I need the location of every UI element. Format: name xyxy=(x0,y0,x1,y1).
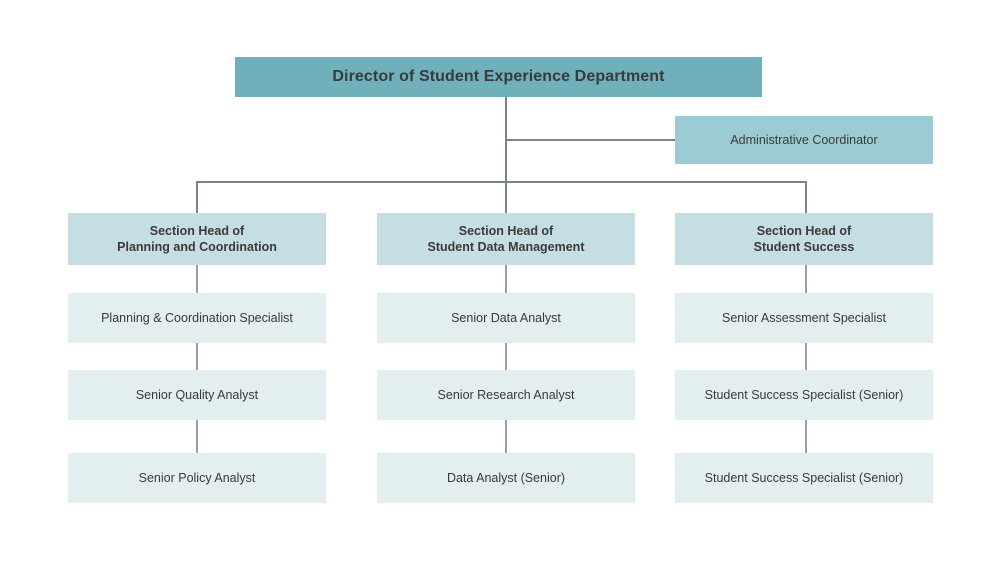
connector-col2-head-to-staff1 xyxy=(505,265,507,293)
node-staff-1-3[interactable]: Senior Policy Analyst xyxy=(68,453,326,503)
node-staff-3-3[interactable]: Student Success Specialist (Senior) xyxy=(675,453,933,503)
connector-col1-staff2-to-staff3 xyxy=(196,420,198,453)
node-staff-2-3[interactable]: Data Analyst (Senior) xyxy=(377,453,635,503)
connector-drop-col1 xyxy=(196,181,198,213)
node-staff-2-2[interactable]: Senior Research Analyst xyxy=(377,370,635,420)
connector-col1-staff1-to-staff2 xyxy=(196,343,198,370)
node-staff-3-2[interactable]: Student Success Specialist (Senior) xyxy=(675,370,933,420)
node-staff-1-2[interactable]: Senior Quality Analyst xyxy=(68,370,326,420)
connector-assistant-branch xyxy=(506,139,675,141)
connector-col2-staff2-to-staff3 xyxy=(505,420,507,453)
node-staff-2-1[interactable]: Senior Data Analyst xyxy=(377,293,635,343)
node-section-head-2[interactable]: Section Head of Student Data Management xyxy=(377,213,635,265)
node-staff-1-1[interactable]: Planning & Coordination Specialist xyxy=(68,293,326,343)
node-staff-3-1[interactable]: Senior Assessment Specialist xyxy=(675,293,933,343)
connector-col3-head-to-staff1 xyxy=(805,265,807,293)
connector-section-bus xyxy=(196,181,807,183)
node-section-head-1[interactable]: Section Head of Planning and Coordinatio… xyxy=(68,213,326,265)
connector-col3-staff1-to-staff2 xyxy=(805,343,807,370)
node-director[interactable]: Director of Student Experience Departmen… xyxy=(235,57,762,97)
connector-drop-col2 xyxy=(505,181,507,213)
node-section-head-3[interactable]: Section Head of Student Success xyxy=(675,213,933,265)
connector-col1-head-to-staff1 xyxy=(196,265,198,293)
connector-drop-col3 xyxy=(805,181,807,213)
connector-col3-staff2-to-staff3 xyxy=(805,420,807,453)
connector-col2-staff1-to-staff2 xyxy=(505,343,507,370)
node-administrative-coordinator[interactable]: Administrative Coordinator xyxy=(675,116,933,164)
